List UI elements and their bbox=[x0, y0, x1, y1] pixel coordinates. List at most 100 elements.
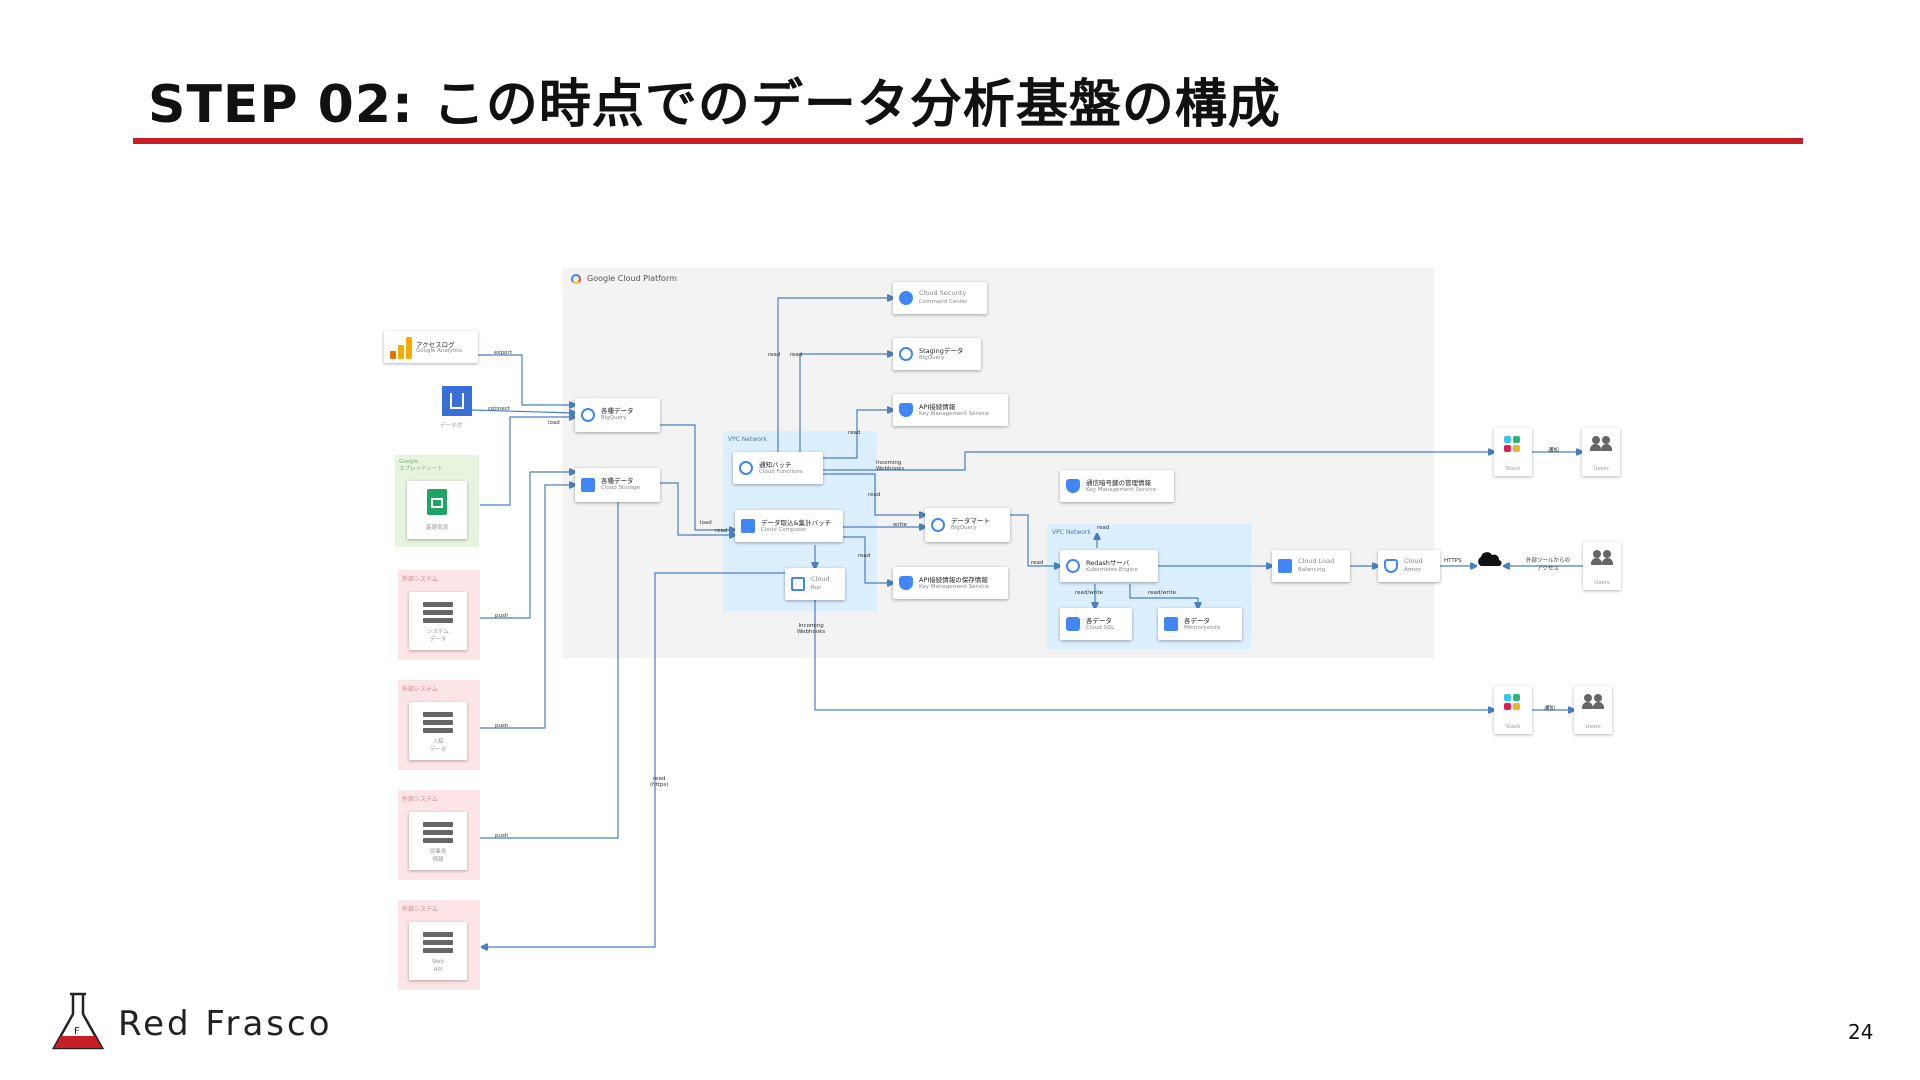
security-command-center-node[interactable]: Cloud Security Command Center bbox=[893, 282, 987, 314]
users-node-top[interactable]: Users bbox=[1582, 428, 1620, 476]
data-mart-node[interactable]: データマート BigQuery bbox=[925, 508, 1010, 542]
edge-gcs-composer bbox=[660, 482, 735, 535]
edge-composer-kms2 bbox=[843, 536, 893, 583]
external-system-node[interactable]: Web API bbox=[409, 922, 467, 980]
edge-label: read bbox=[868, 492, 881, 498]
edge-fn-mart bbox=[823, 473, 925, 515]
external-system-3: 外部システム 従業員 情報 bbox=[398, 790, 480, 880]
edge-run-slack-bottom bbox=[814, 600, 1494, 710]
edge-label: read (https) bbox=[650, 776, 669, 788]
shield-icon bbox=[1384, 559, 1398, 573]
edge-label: load bbox=[700, 520, 712, 526]
security-icon bbox=[899, 291, 913, 305]
edge-label: Incoming Webhooks bbox=[797, 623, 826, 635]
users-node-mid[interactable]: Users bbox=[1583, 542, 1621, 590]
vpc-label-left: VPC Network bbox=[728, 436, 767, 443]
edge-label: read/write bbox=[1148, 590, 1177, 596]
users-node-bottom[interactable]: Users bbox=[1574, 686, 1612, 734]
edge-label: read bbox=[1031, 560, 1044, 566]
gcp-label: Google Cloud Platform bbox=[587, 274, 677, 283]
users-icon bbox=[1582, 694, 1604, 710]
vpc-label-right: VPC Network bbox=[1052, 529, 1091, 536]
server-icon bbox=[423, 932, 453, 954]
memorystore-icon bbox=[1164, 617, 1178, 631]
internet-cloud-icon bbox=[1478, 552, 1502, 566]
slide-title: STEP 02: この時点でのデータ分析基盤の構成 bbox=[148, 75, 1281, 135]
edge-label: read bbox=[848, 430, 861, 436]
cloud-run-node[interactable]: Cloud Run bbox=[785, 568, 845, 600]
slack-icon bbox=[1504, 694, 1522, 712]
redash-node[interactable]: Redashサーバ Kubernetes Engine bbox=[1060, 550, 1158, 582]
kms-crypt-node[interactable]: 通信暗号鍵の管理情報 Key Management Service bbox=[1060, 470, 1174, 502]
edge-label: HTTPS bbox=[1444, 558, 1462, 564]
edge-run-webapi bbox=[482, 572, 785, 947]
edge-label: Incoming Webhooks bbox=[876, 460, 905, 472]
external-system-node[interactable]: 従業員 情報 bbox=[409, 812, 467, 870]
edge-fn-scc bbox=[777, 298, 893, 455]
raw-bigquery-node[interactable]: 各種データ BigQuery bbox=[575, 398, 660, 432]
edge-ext1-gcs bbox=[480, 472, 575, 619]
key-management-icon bbox=[1066, 479, 1080, 493]
external-system-node[interactable]: 入稿 データ bbox=[409, 702, 467, 760]
slack-node-bottom[interactable]: Slack bbox=[1494, 686, 1532, 734]
edge-fn-kms bbox=[823, 410, 893, 459]
page-number: 24 bbox=[1848, 1020, 1874, 1044]
edge-label: push bbox=[495, 833, 509, 839]
edge-label: 通知 bbox=[1544, 706, 1556, 712]
edge-ga-bq bbox=[478, 354, 575, 405]
spreadsheet-node[interactable]: 基礎資源 bbox=[407, 481, 467, 539]
memorystore-node[interactable]: 各データ Memorystore bbox=[1158, 608, 1242, 640]
edge-label: 外部ツールからの アクセス bbox=[1526, 558, 1571, 572]
edge-label: read bbox=[790, 352, 803, 358]
edge-bq-composer bbox=[660, 424, 735, 530]
load-balancing-node[interactable]: Cloud Load Balancing bbox=[1272, 550, 1350, 582]
google-sheets-icon bbox=[427, 489, 447, 515]
brand-name: Red Frasco bbox=[118, 1004, 333, 1044]
data-portal-caption: データポ bbox=[440, 423, 463, 429]
bigquery-icon bbox=[581, 408, 595, 422]
slack-node-top[interactable]: Slack bbox=[1494, 428, 1532, 476]
edge-label: read/write bbox=[1075, 590, 1104, 596]
cloud-functions-icon bbox=[739, 461, 753, 475]
edge-ds-bq bbox=[471, 410, 575, 413]
edge-label: push bbox=[495, 613, 509, 619]
staging-bigquery-node[interactable]: Stagingデータ BigQuery bbox=[893, 338, 981, 370]
key-management-icon bbox=[899, 403, 913, 417]
edge-label: export bbox=[494, 350, 512, 356]
notify-batch-node[interactable]: 通知バッチ Cloud Functions bbox=[733, 452, 823, 484]
edge-fn-staging bbox=[799, 354, 893, 455]
external-system-4: 外部システム Web API bbox=[398, 900, 480, 990]
raw-storage-node[interactable]: 各種データ Cloud Storage bbox=[575, 468, 660, 502]
external-system-node[interactable]: システム データ bbox=[409, 592, 467, 650]
gcp-logo-icon bbox=[571, 274, 581, 284]
users-icon bbox=[1591, 550, 1613, 566]
cloud-sql-node[interactable]: 各データ Cloud SQL bbox=[1060, 608, 1132, 640]
kms-api-store-node[interactable]: API接続情報の保存情報 Key Management Service bbox=[893, 567, 1008, 599]
edge-label: load bbox=[548, 420, 560, 426]
bigquery-icon bbox=[931, 518, 945, 532]
cloud-storage-icon bbox=[581, 478, 595, 492]
load-balancing-icon bbox=[1278, 559, 1292, 573]
title-underline bbox=[133, 138, 1803, 144]
cloud-run-icon bbox=[791, 577, 805, 591]
data-portal-icon[interactable] bbox=[442, 386, 472, 416]
brand-logo: F Red Frasco bbox=[50, 990, 350, 1060]
external-system-2: 外部システム 入稿 データ bbox=[398, 680, 480, 770]
kms-api-node[interactable]: API接続情報 Key Management Service bbox=[893, 394, 1008, 426]
processing-batch-node[interactable]: データ取込&集計バッチ Cloud Composer bbox=[735, 510, 843, 542]
cloud-composer-icon bbox=[741, 519, 755, 533]
users-icon bbox=[1590, 436, 1612, 452]
edge-redash-mem bbox=[1129, 584, 1198, 608]
cloud-sql-icon bbox=[1066, 617, 1080, 631]
edge-fn-slack-top bbox=[823, 452, 1494, 471]
server-icon bbox=[423, 602, 453, 624]
edge-label: read bbox=[715, 528, 728, 534]
edge-label: write bbox=[893, 522, 907, 528]
cloud-armor-node[interactable]: Cloud Armor bbox=[1378, 550, 1440, 582]
edge-ext2-gcs bbox=[480, 485, 575, 729]
access-log-node[interactable]: アクセスログ Google Analytics bbox=[384, 331, 478, 363]
edge-label: 通知 bbox=[1548, 448, 1560, 454]
server-icon bbox=[423, 822, 453, 844]
